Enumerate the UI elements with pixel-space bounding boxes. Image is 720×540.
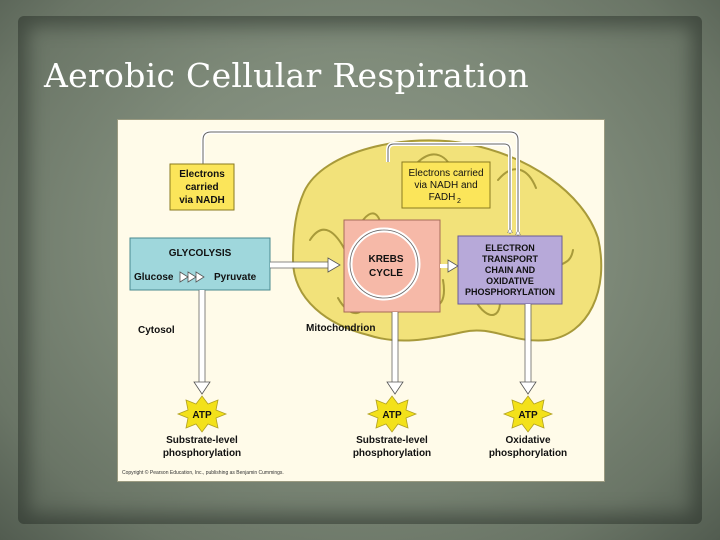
fadh2-subscript: 2 xyxy=(457,198,461,205)
copyright-note: Copyright © Pearson Education, Inc., pub… xyxy=(122,469,284,476)
etc-line-5: PHOSPHORYLATION xyxy=(465,287,555,297)
glucose-to-pyruvate-arrows xyxy=(179,271,205,283)
atp-label-2: ATP xyxy=(382,410,402,421)
etc-line-2: TRANSPORT xyxy=(482,254,539,264)
krebs-cycle-box: KREBS CYCLE xyxy=(343,219,441,313)
electrons-fadh2-line-3: FADH xyxy=(429,192,456,203)
pyruvate-to-krebs-arrow xyxy=(270,257,341,273)
atp-burst-3: ATP xyxy=(502,395,554,433)
atp-label-1: ATP xyxy=(192,410,212,421)
etc-line-3: CHAIN AND xyxy=(485,265,536,275)
atp-label-3: ATP xyxy=(518,410,538,421)
substrate-level-label-1-line-2: phosphorylation xyxy=(163,448,241,459)
atp-burst-2: ATP xyxy=(366,395,418,433)
electrons-nadh-line-3: via NADH xyxy=(179,195,225,206)
electrons-fadh2-line-1: Electrons carried xyxy=(408,168,483,179)
electrons-fadh2-line-2: via NADH and xyxy=(414,180,477,191)
krebs-to-etc-arrow xyxy=(440,259,459,273)
krebs-line-2: CYCLE xyxy=(369,268,403,279)
cytosol-label: Cytosol xyxy=(138,325,175,336)
oxidative-label-line-1: Oxidative xyxy=(505,435,550,446)
etc-box: ELECTRON TRANSPORT CHAIN AND OXIDATIVE P… xyxy=(457,235,563,305)
electrons-nadh-line-2: carried xyxy=(185,182,218,193)
krebs-line-1: KREBS xyxy=(368,254,403,265)
glucose-label: Glucose xyxy=(134,272,174,283)
pyruvate-label: Pyruvate xyxy=(214,272,257,283)
electron-transfer-arrows xyxy=(201,130,518,236)
electrons-nadh-line-1: Electrons xyxy=(179,169,225,180)
glycolysis-box: GLYCOLYSIS Glucose Pyruvate xyxy=(129,237,271,291)
glycolysis-label: GLYCOLYSIS xyxy=(169,248,232,259)
substrate-level-label-2-line-2: phosphorylation xyxy=(353,448,431,459)
etc-line-1: ELECTRON xyxy=(485,243,535,253)
atp-arrows xyxy=(193,290,537,395)
electrons-nadh-fadh2-box: Electrons carried via NADH and FADH 2 xyxy=(401,161,491,209)
atp-burst-1: ATP xyxy=(176,395,228,433)
respiration-diagram: Electrons carried via NADH Electrons car… xyxy=(117,119,605,482)
oxidative-label-line-2: phosphorylation xyxy=(489,448,567,459)
substrate-level-label-2-line-1: Substrate-level xyxy=(356,435,428,446)
etc-line-4: OXIDATIVE xyxy=(486,276,534,286)
substrate-level-label-1-line-1: Substrate-level xyxy=(166,435,238,446)
mitochondrion-label: Mitochondrion xyxy=(306,323,375,334)
electrons-nadh-box: Electrons carried via NADH xyxy=(169,163,235,211)
slide-title: Aerobic Cellular Respiration xyxy=(44,56,530,95)
